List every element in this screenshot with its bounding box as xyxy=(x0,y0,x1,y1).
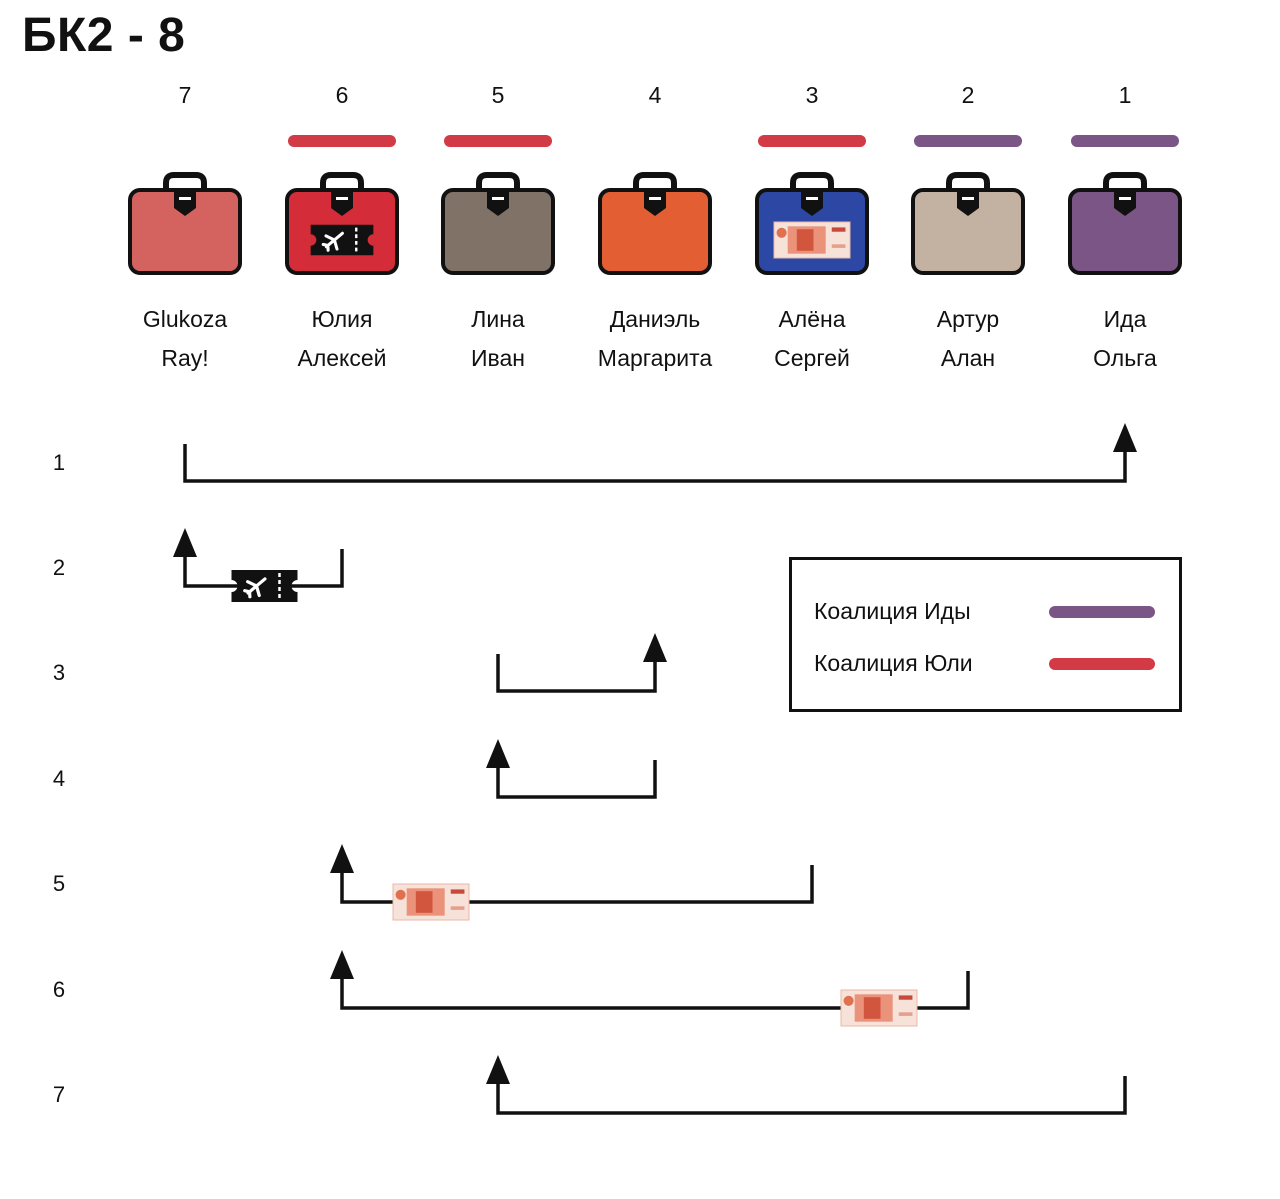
arrow-head xyxy=(173,528,197,557)
exchange-round: 1 xyxy=(53,423,1137,483)
round-number: 6 xyxy=(53,977,65,1002)
case-number: 1 xyxy=(1119,82,1132,108)
exchange-round: 2 xyxy=(53,528,344,602)
exchange-arrow xyxy=(340,971,970,1010)
legend-label: Коалиция Юли xyxy=(814,650,973,676)
suitcase-icon xyxy=(1068,172,1182,275)
round-number: 1 xyxy=(53,450,65,475)
round-number: 7 xyxy=(53,1082,65,1107)
round-number: 2 xyxy=(53,555,65,580)
participant-name: Ида xyxy=(1104,306,1147,332)
case-number: 3 xyxy=(806,82,819,108)
exchange-arrow xyxy=(496,760,657,799)
banknote-icon xyxy=(773,221,851,259)
arrow-head xyxy=(1113,423,1137,452)
ticket-icon xyxy=(310,224,374,256)
participant-name: Сергей xyxy=(774,345,850,371)
arrow-head xyxy=(643,633,667,662)
suitcase-icon xyxy=(441,172,555,275)
participant-name: Алексей xyxy=(297,345,386,371)
arrow-head xyxy=(330,844,354,873)
participant-name: Артур xyxy=(937,306,999,332)
case-number: 7 xyxy=(179,82,192,108)
case-number: 5 xyxy=(492,82,505,108)
arrow-head xyxy=(486,739,510,768)
participant-name: Иван xyxy=(471,345,525,371)
participant-name: Glukoza xyxy=(143,306,228,332)
exchange-arrow xyxy=(340,865,814,904)
exchange-round: 3 xyxy=(53,633,667,693)
exchange-round: 4 xyxy=(53,739,657,799)
participant-name: Алан xyxy=(941,345,995,371)
participant-name: Юлия xyxy=(312,306,373,332)
participant-name: Даниэль xyxy=(610,306,701,332)
ticket-icon xyxy=(231,570,298,602)
participant-name: Алёна xyxy=(778,306,845,332)
legend-item-yulia: Коалиция Юли xyxy=(814,650,1155,677)
arrow-head xyxy=(486,1055,510,1084)
round-number: 5 xyxy=(53,871,65,896)
exchange-arrow xyxy=(183,444,1127,483)
participant-name: Маргарита xyxy=(598,345,713,371)
round-number: 3 xyxy=(53,660,65,685)
arrow-head xyxy=(330,950,354,979)
page-title: БК2 - 8 xyxy=(22,9,186,62)
case-number: 4 xyxy=(649,82,662,108)
participant-name: Ray! xyxy=(161,345,208,371)
exchange-arrow xyxy=(496,654,657,693)
case-number: 2 xyxy=(962,82,975,108)
exchange-arrow xyxy=(496,1076,1127,1115)
round-number: 4 xyxy=(53,766,65,791)
suitcase-icon xyxy=(128,172,242,275)
exchange-round: 5 xyxy=(53,844,814,921)
exchange-round: 6 xyxy=(53,950,970,1027)
legend-label: Коалиция Иды xyxy=(814,598,971,624)
suitcase-icon xyxy=(598,172,712,275)
suitcase-icon xyxy=(285,172,399,275)
legend: Коалиция Иды Коалиция Юли xyxy=(789,557,1182,712)
participant-name: Ольга xyxy=(1093,345,1157,371)
legend-item-ida: Коалиция Иды xyxy=(814,598,1155,625)
participant-name: Лина xyxy=(471,306,525,332)
legend-swatch xyxy=(1049,605,1155,618)
case-number: 6 xyxy=(336,82,349,108)
legend-swatch xyxy=(1049,657,1155,670)
banknote-icon xyxy=(840,989,918,1027)
suitcase-icon xyxy=(911,172,1025,275)
suitcase-icon xyxy=(755,172,869,275)
banknote-icon xyxy=(392,883,470,921)
exchange-round: 7 xyxy=(53,1055,1127,1115)
